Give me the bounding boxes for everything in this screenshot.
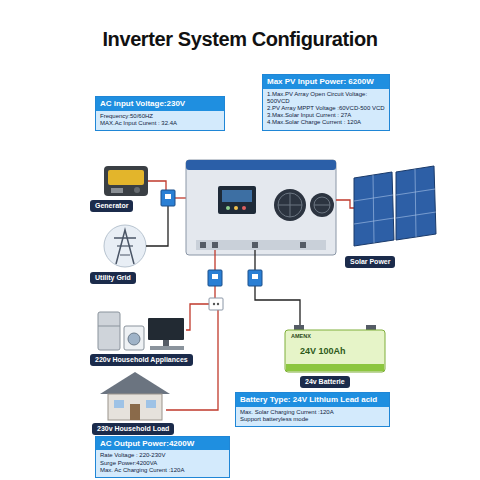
generator-icon bbox=[104, 166, 148, 196]
spec-line: Rate Voltage : 220-230V bbox=[100, 452, 225, 459]
output-wires bbox=[166, 250, 300, 410]
battery-pack bbox=[285, 325, 385, 372]
box-heading: Battery Type: 24V Lithium Lead acid bbox=[236, 393, 389, 407]
box-body: 1.Max.PV Array Open Circuit Voltage: 500… bbox=[263, 89, 389, 130]
spec-line: Max. Ac Charging Curent :120A bbox=[100, 467, 225, 474]
input-wires bbox=[146, 181, 186, 246]
label-badge: 230v Household Load bbox=[92, 423, 174, 435]
spec-line: 1.Max.PV Array Open Circuit Voltage: 500… bbox=[267, 91, 385, 105]
spec-line: Frequency:50/60HZ bbox=[100, 113, 220, 120]
solar-panels bbox=[336, 166, 436, 246]
spec-box: Battery Type: 24V Lithium Lead acidMax. … bbox=[235, 392, 390, 427]
appliances-icon bbox=[98, 312, 184, 350]
utility-grid-icon bbox=[104, 225, 146, 267]
box-body: Max. Solar Charging Current :120ASupport… bbox=[236, 407, 389, 426]
box-body: Frequency:50/60HZMAX.Ac Input Curent : 3… bbox=[96, 111, 224, 130]
box-heading: AC Output Power:4200W bbox=[96, 437, 229, 451]
spec-line: 4.Max.Solar Charge Current : 120A bbox=[267, 119, 385, 126]
inverter-unit bbox=[186, 160, 336, 255]
input-breaker bbox=[161, 190, 175, 206]
brand-mark: AMENX bbox=[291, 333, 311, 339]
badge-label: 24v Batterie bbox=[305, 378, 345, 386]
label-badge: Utility Grid bbox=[90, 272, 136, 284]
wall-socket bbox=[209, 298, 223, 310]
house-icon bbox=[100, 372, 170, 420]
label-badge: Solar Power bbox=[345, 256, 395, 268]
spec-line: Max. Solar Charging Current :120A bbox=[240, 409, 385, 416]
spec-box: Max PV Input Power: 6200W 1.Max.PV Array … bbox=[262, 74, 390, 131]
spec-box: AC Output Power:4200WRate Voltage : 220-… bbox=[95, 436, 230, 478]
box-heading: AC input Voltage:230V bbox=[96, 97, 224, 111]
badge-label: 220v Household Appliances bbox=[95, 356, 188, 364]
spec-line: 3.Max.Solar Input Current : 27A bbox=[267, 112, 385, 119]
label-badge: 220v Household Appliances bbox=[90, 354, 193, 366]
box-body: Rate Voltage : 220-230VSurge Power:4200V… bbox=[96, 450, 229, 477]
badge-label: Utility Grid bbox=[95, 274, 131, 282]
spec-line: MAX.Ac Input Curent : 32.4A bbox=[100, 120, 220, 127]
output-breakers bbox=[208, 270, 262, 286]
label-badge: Generator bbox=[90, 200, 133, 212]
diagram-title: Inverter System Configuration bbox=[0, 28, 480, 51]
badge-label: Solar Power bbox=[350, 258, 390, 266]
spec-box: AC input Voltage:230VFrequency:50/60HZMA… bbox=[95, 96, 225, 131]
spec-line: Support batteryless mode bbox=[240, 416, 385, 423]
spec-line: Surge Power:4200VA bbox=[100, 460, 225, 467]
label-badge: 24v Batterie bbox=[300, 376, 350, 388]
capacity-label: 24V 100Ah bbox=[300, 346, 346, 356]
badge-label: Generator bbox=[95, 202, 128, 210]
badge-label: 230v Household Load bbox=[97, 425, 169, 433]
box-heading: Max PV Input Power: 6200W bbox=[263, 75, 389, 89]
spec-line: 2.PV Array MPPT Voltage :60VCD-500 VCD bbox=[267, 105, 385, 112]
